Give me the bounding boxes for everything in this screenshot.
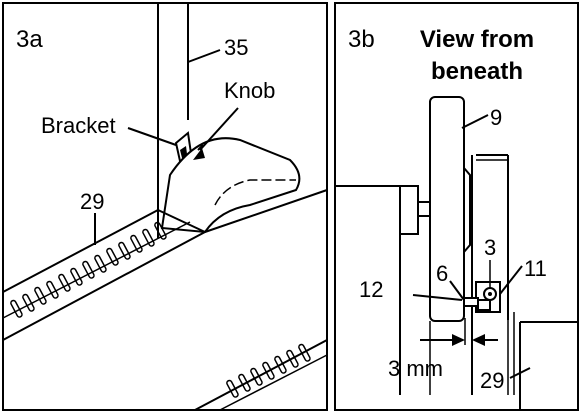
label-knob: Knob [224, 78, 275, 103]
label-11: 11 [524, 256, 547, 281]
side-frame [399, 154, 509, 395]
dimension-arrows [420, 318, 498, 346]
knob-housing [160, 137, 301, 234]
label-dimension: 3 mm [388, 356, 443, 381]
panel-3a-id: 3a [16, 26, 43, 53]
panel-3b: 3b View from beneath 9 3 6 11 12 3 mm 29 [334, 2, 579, 411]
panel-3a-frame [2, 2, 328, 411]
label-29a: 29 [80, 189, 104, 214]
shaft [335, 185, 431, 235]
label-35: 35 [224, 35, 248, 60]
roller-part-9 [429, 96, 471, 322]
label-3: 3 [484, 235, 496, 260]
label-29b: 29 [480, 368, 504, 393]
rail-slots [10, 221, 167, 318]
panel-3b-title-line1: View from [420, 26, 534, 53]
panel-3a-leaders [94, 49, 239, 245]
label-12: 12 [359, 277, 383, 302]
label-bracket: Bracket [41, 113, 116, 138]
label-9: 9 [490, 105, 502, 130]
lower-rail [194, 339, 328, 411]
panel-3b-id: 3b [348, 26, 375, 53]
frame-rail [2, 189, 328, 341]
panel-3a: 3a 35 Knob Bracket 29 [2, 2, 328, 411]
panel-3b-leaders [412, 114, 531, 379]
panel-3b-frame [334, 2, 579, 411]
panel-3b-title-line2: beneath [431, 58, 523, 85]
label-6: 6 [436, 261, 448, 286]
bracket-assembly [463, 260, 501, 313]
rail-part-29 [507, 312, 578, 410]
